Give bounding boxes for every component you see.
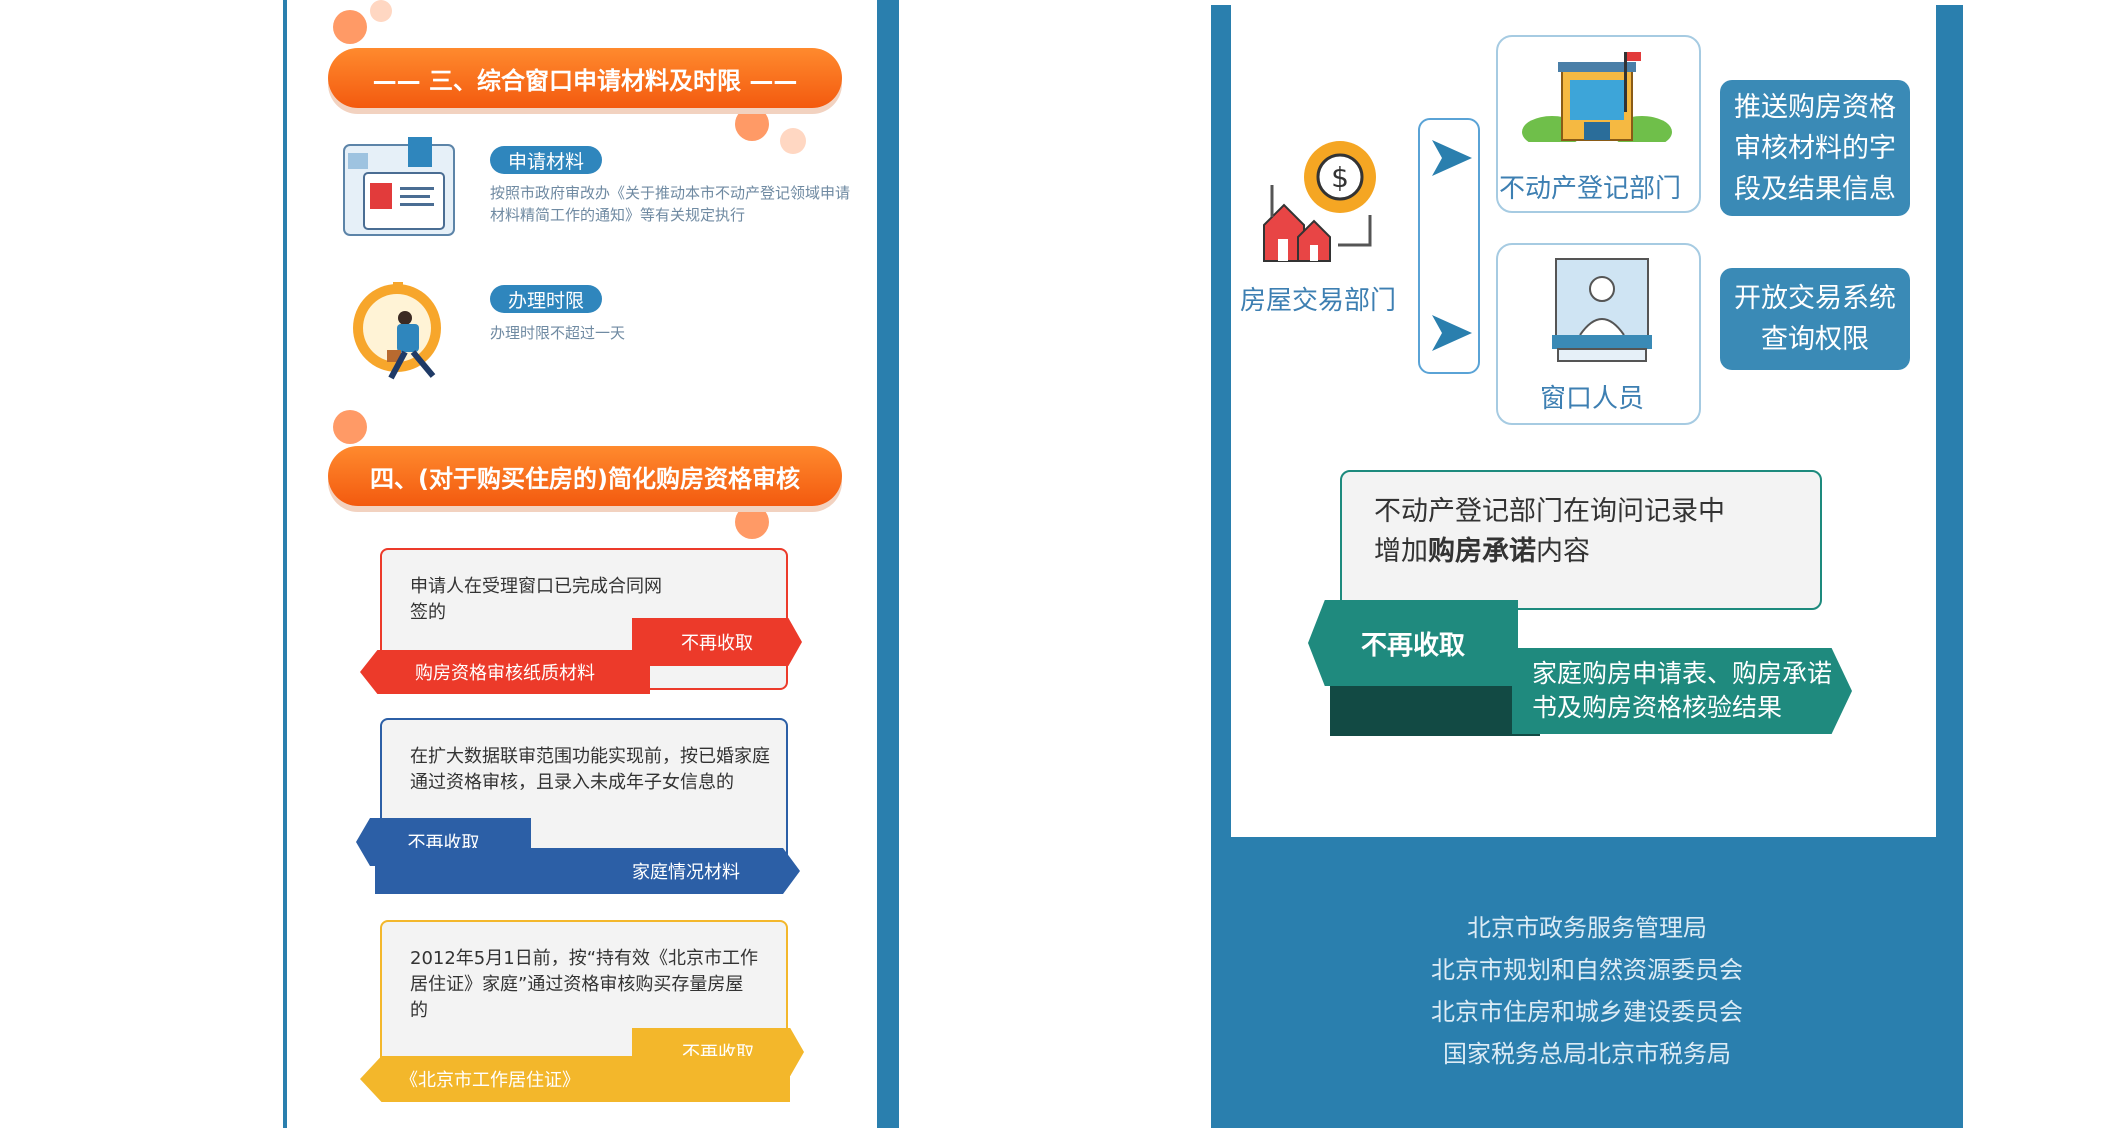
inquiry-line-2-pre: 增加 [1374, 536, 1428, 567]
ribbon-shadow [1330, 686, 1540, 736]
time-limit-description: 办理时限不超过一天 [490, 324, 626, 342]
materials-description: 按照市政府审改办《关于推动本市不动产登记领域申请材料精简工作的通知》等有关规定执… [490, 184, 851, 224]
window-staff-label: 窗口人员 [1540, 384, 1645, 414]
flow-bracket [1418, 118, 1480, 374]
decor-circle [735, 107, 769, 141]
card-2-condition: 在扩大数据联审范围功能实现前，按已婚家庭通过资格审核，且录入未成年子女信息的 [410, 746, 770, 793]
open-query-box: 开放交易系统查询权限 [1720, 268, 1910, 370]
decor-circle [333, 10, 367, 44]
materials-pill: 申请材料 [490, 146, 603, 174]
card-3-item: 《北京市工作居住证》 [360, 1056, 790, 1102]
card-3-item-text: 《北京市工作居住证》 [400, 1070, 580, 1091]
card-2-item: 家庭情况材料 [375, 848, 800, 894]
no-longer-collected-text: 不再收取 [1360, 630, 1465, 661]
registration-dept-label: 不动产登记部门 [1499, 174, 1682, 204]
collected-items-text: 家庭购房申请表、购房承诺书及购房资格核验结果 [1532, 659, 1833, 722]
open-query-text: 开放交易系统查询权限 [1734, 283, 1896, 355]
decor-circle [780, 128, 806, 154]
source-dept-label: 房屋交易部门 [1240, 286, 1397, 316]
decor-circle [370, 0, 392, 22]
footer-org-3: 北京市住房和城乡建设委员会 [1431, 998, 1743, 1026]
section3-banner: —— 三、综合窗口申请材料及时限 —— [328, 48, 842, 108]
svg-text:$: $ [1331, 161, 1349, 194]
section3-title: —— 三、综合窗口申请材料及时限 —— [372, 66, 798, 95]
push-info-box: 推送购房资格审核材料的字段及结果信息 [1720, 80, 1910, 216]
inquiry-record-card: 不动产登记部门在询问记录中 增加购房承诺内容 [1340, 470, 1822, 610]
collected-items-ribbon: 家庭购房申请表、购房承诺书及购房资格核验结果 [1512, 648, 1852, 734]
inquiry-line-1: 不动产登记部门在询问记录中 [1374, 496, 1725, 527]
push-info-text: 推送购房资格审核材料的字段及结果信息 [1734, 91, 1896, 205]
window-clerk-icon [1552, 255, 1652, 365]
footer-org-1: 北京市政务服务管理局 [1467, 914, 1707, 942]
footer-org-2: 北京市规划和自然资源委员会 [1431, 956, 1743, 984]
inquiry-line-2-post: 内容 [1536, 536, 1590, 567]
card-3-condition: 2012年5月1日前，按“持有效《北京市工作居住证》家庭”通过资格审核购买存量房… [410, 948, 759, 1021]
house-gear-icon: $ [1258, 135, 1383, 265]
clock-runner-icon [345, 280, 460, 385]
card-1-tag: 不再收取 [632, 618, 802, 666]
arrow-right-icon [1432, 140, 1472, 180]
card-1-item-text: 购房资格审核纸质材料 [415, 663, 595, 684]
materials-label: 申请材料 [508, 150, 585, 173]
id-card-icon [338, 135, 468, 247]
section4-title: 四、(对于购买住房的)简化购房资格审核 [370, 464, 800, 493]
card-2-item-text: 家庭情况材料 [632, 862, 740, 883]
card-1-condition: 申请人在受理窗口已完成合同网签的 [410, 576, 662, 623]
decor-circle [333, 410, 367, 444]
inquiry-line-2: 增加购房承诺内容 [1374, 532, 1820, 572]
decor-circle [735, 505, 769, 539]
time-limit-label: 办理时限 [508, 289, 585, 312]
footer-org-4: 国家税务总局北京市税务局 [1443, 1040, 1731, 1068]
card-1-item: 购房资格审核纸质材料 [360, 650, 650, 694]
time-limit-pill: 办理时限 [490, 285, 603, 313]
inquiry-line-2-bold: 购房承诺 [1428, 536, 1536, 567]
government-building-icon [1522, 50, 1672, 148]
arrow-right-icon [1432, 315, 1472, 355]
no-longer-collected-tag: 不再收取 [1308, 600, 1518, 686]
card-1-tag-text: 不再收取 [681, 633, 753, 654]
section4-banner: 四、(对于购买住房的)简化购房资格审核 [328, 446, 842, 506]
